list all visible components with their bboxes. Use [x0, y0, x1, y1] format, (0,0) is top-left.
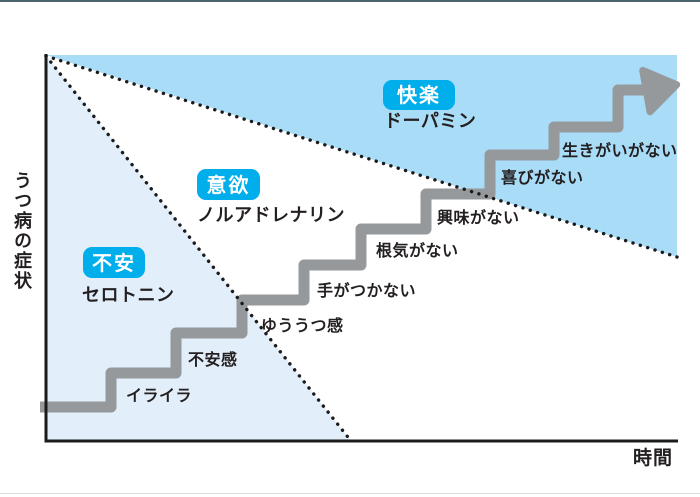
dotted-line-serotonin-decline	[44, 54, 353, 443]
substance-label-dopamine: ドーパミン	[384, 111, 477, 132]
stage-badge-motivation: 意欲	[197, 169, 260, 200]
step-label-anxiety-feeling: 不安感	[188, 350, 238, 369]
x-axis-label: 時間	[633, 447, 674, 469]
bottom-border-line	[0, 493, 700, 494]
staircase-arrow-shaft	[40, 84, 646, 413]
step-label-no-perseverance: 根気がない	[376, 241, 459, 260]
stage-badge-anxiety: 不安	[83, 247, 145, 278]
y-axis-label: うつ病の症状	[11, 171, 32, 291]
step-label-no-joy: 喜びがない	[501, 168, 584, 187]
step-label-cannot-focus: 手がつかない	[317, 281, 417, 300]
top-border-line	[0, 0, 700, 2]
step-label-no-purpose-in-life: 生きがいがない	[562, 141, 678, 160]
substance-label-noradrenaline: ノルアドレナリン	[197, 205, 345, 226]
stage-badge-pleasure: 快楽	[383, 80, 455, 110]
dotted-line-dopamine-decline	[44, 54, 679, 259]
axis-lines	[44, 54, 678, 443]
step-label-no-interest: 興味がない	[437, 208, 520, 227]
staircase-arrowhead-icon	[639, 66, 681, 116]
step-label-melancholy: ゆううつ感	[261, 316, 344, 335]
substance-label-serotonin: セロトニン	[82, 285, 175, 306]
step-label-irritability: イライラ	[126, 386, 193, 405]
